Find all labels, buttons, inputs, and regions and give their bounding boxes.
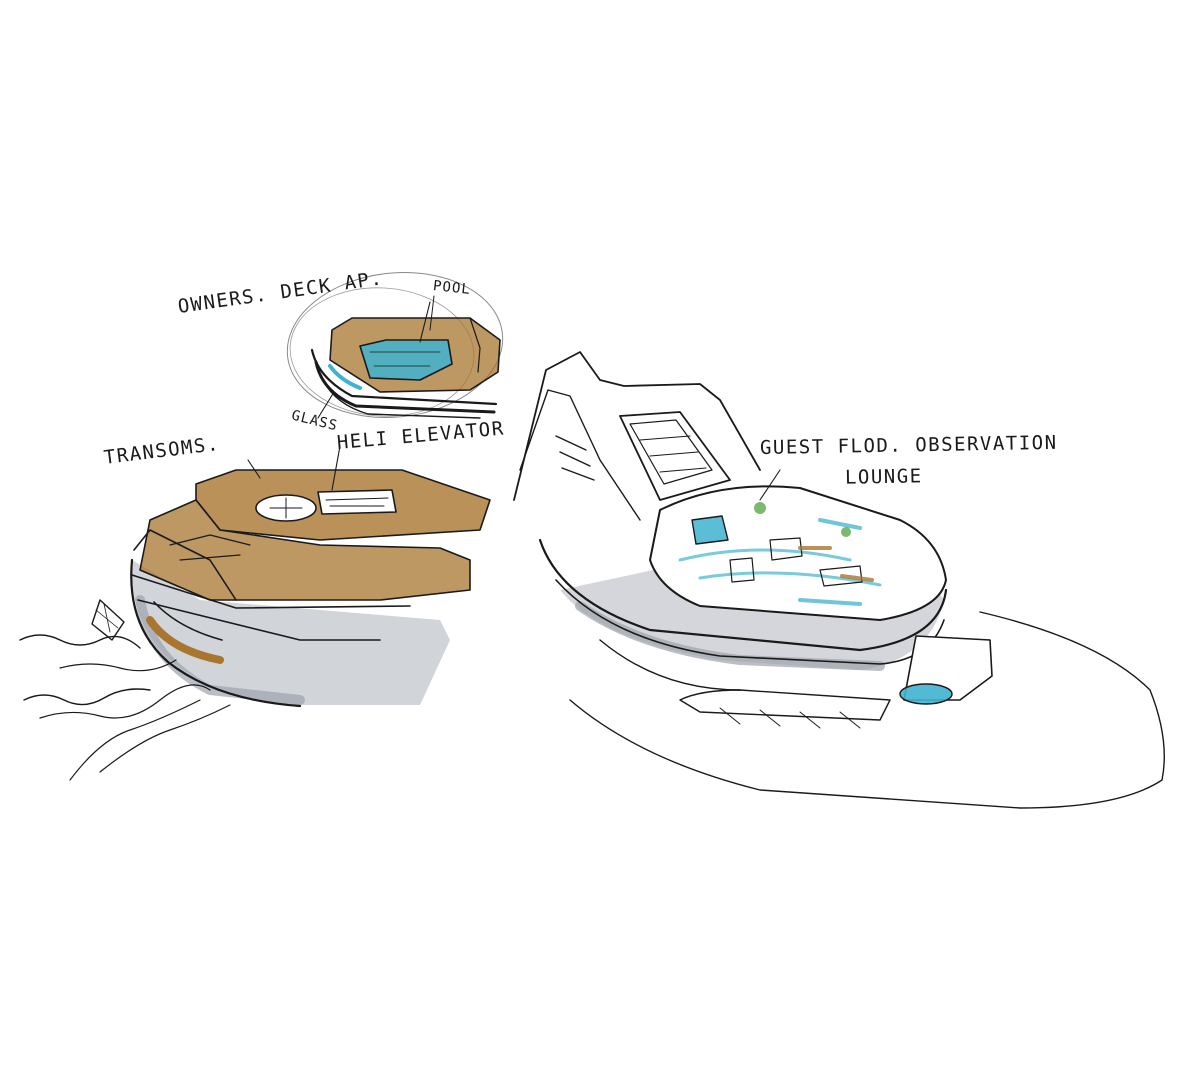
bow-yacht — [513, 351, 1165, 809]
leader-lines — [247, 301, 781, 501]
lounge-label: LOUNGE — [844, 465, 923, 489]
wake-lines — [19, 634, 141, 649]
stern-yacht — [19, 469, 491, 781]
tender-pool — [899, 683, 953, 705]
observation-pool — [691, 515, 729, 545]
pool-inset — [359, 339, 453, 381]
owners-deck-inset — [286, 272, 504, 419]
